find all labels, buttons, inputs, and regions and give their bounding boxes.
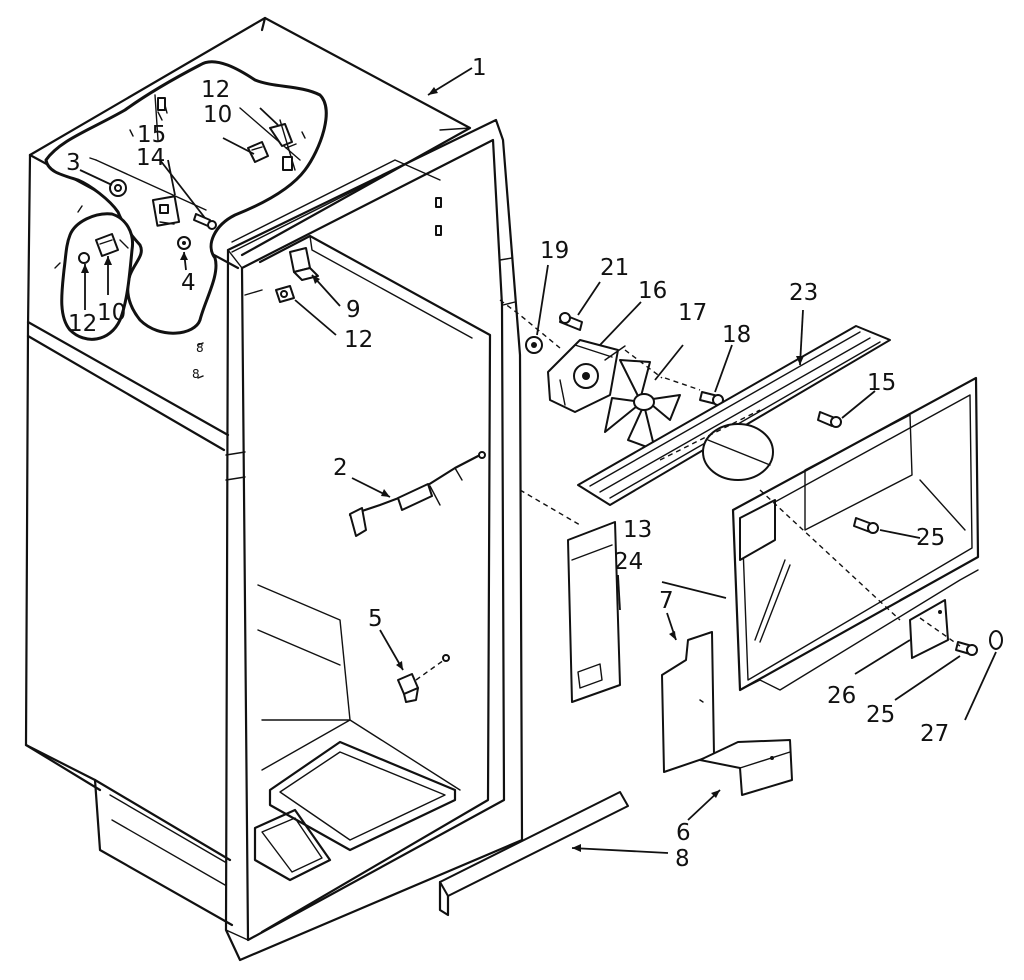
callout-18: 18 [722, 322, 751, 348]
callout-15a: 15 [137, 122, 166, 148]
part-24-evaporator-cover [731, 376, 980, 692]
callout-19: 19 [540, 238, 569, 264]
part-15-screw-duct [817, 411, 842, 428]
callout-14: 14 [136, 145, 165, 171]
callout-10b: 10 [97, 300, 126, 326]
callout-12a: 12 [201, 77, 230, 103]
callout-15b: 15 [867, 370, 896, 396]
callout-21: 21 [600, 255, 629, 281]
part-25-screw-bracket [955, 641, 978, 656]
callout-6: 6 [676, 820, 691, 846]
callout-24: 24 [614, 549, 643, 575]
callout-12b: 12 [68, 311, 97, 337]
callout-labels: 1 2 3 4 5 6 7 8 9 10 10 12 12 12 13 14 1… [66, 55, 949, 872]
part-25-screw-cover [853, 517, 879, 534]
part-19-grommet [525, 336, 543, 354]
part-7-baffle [661, 631, 715, 773]
part-14-control-box [151, 195, 181, 227]
svg-text:8: 8 [196, 341, 204, 355]
callout-13: 13 [623, 517, 652, 543]
part-10-clip-upper [247, 141, 269, 163]
callout-12c: 12 [344, 327, 373, 353]
part-27-cap [989, 630, 1003, 650]
leader-lines [79, 67, 997, 854]
part-12-bracket-upper [269, 119, 297, 171]
part-16-fan-motor [547, 339, 626, 413]
callout-16: 16 [638, 278, 667, 304]
callout-23: 23 [789, 280, 818, 306]
part-5-light-socket [397, 654, 450, 703]
callout-1: 1 [472, 55, 487, 81]
assembly-lines [499, 299, 961, 647]
part-10-clip-lower [95, 233, 119, 257]
part-15-screw-upper [193, 213, 217, 230]
part-17-fan-blade [604, 359, 681, 451]
part-8-trim-strip [438, 791, 629, 917]
part-21-screw [559, 312, 583, 331]
callout-2: 2 [333, 455, 348, 481]
callout-25b: 25 [866, 702, 895, 728]
part-12-clip-liner [275, 285, 295, 303]
callout-3: 3 [66, 150, 81, 176]
callout-7: 7 [659, 588, 674, 614]
part-4-washer [177, 236, 191, 250]
callout-10a: 10 [203, 102, 232, 128]
callout-17: 17 [678, 300, 707, 326]
liner-interior [231, 159, 492, 934]
part-12-bracket-lower [78, 239, 129, 264]
part-3-damper-knob [109, 179, 127, 197]
part-13-air-duct [567, 521, 621, 703]
callout-4: 4 [181, 270, 196, 296]
callout-5: 5 [368, 606, 383, 632]
part-26-bracket [909, 599, 949, 659]
part-2-wire-harness [348, 451, 486, 537]
callout-27: 27 [920, 721, 949, 747]
part-6-bracket [699, 739, 793, 796]
cutaway-view [44, 60, 328, 341]
part-9-bracket [289, 247, 319, 281]
callout-25a: 25 [916, 525, 945, 551]
front-flange [224, 118, 524, 962]
callout-9: 9 [346, 297, 361, 323]
mounting-holes: 8 8 [54, 197, 442, 381]
part-23-fan-shroud [577, 325, 891, 506]
callout-26: 26 [827, 683, 856, 709]
svg-text:8: 8 [192, 367, 200, 381]
callout-8: 8 [675, 846, 690, 872]
